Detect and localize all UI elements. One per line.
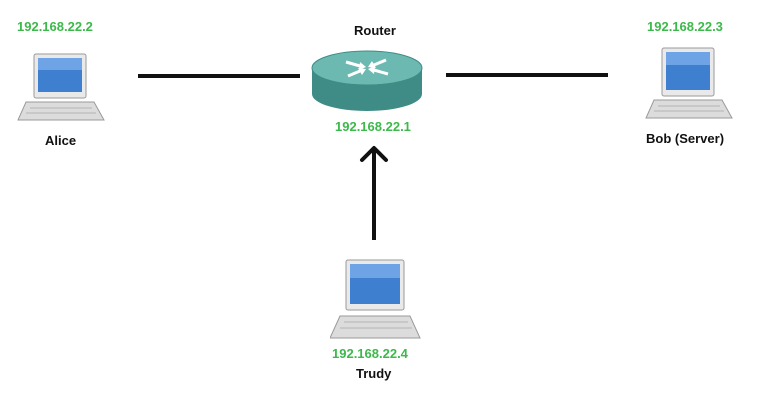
- trudy-name-label: Trudy: [356, 366, 392, 381]
- trudy-ip-label: 192.168.22.4: [332, 346, 408, 361]
- router-name-label: Router: [354, 23, 396, 38]
- trudy-laptop-icon: [330, 258, 422, 342]
- bob-name-label: Bob (Server): [646, 131, 725, 146]
- alice-ip-label: 192.168.22.2: [17, 19, 93, 34]
- alice-laptop-icon: [16, 52, 108, 124]
- bob-laptop-icon: [644, 46, 736, 122]
- alice-name-label: Alice: [45, 133, 77, 148]
- router-icon: [306, 46, 428, 118]
- arrow-trudy-to-router: [360, 146, 388, 240]
- bob-ip-label: 192.168.22.3: [647, 19, 723, 34]
- router-ip-label: 192.168.22.1: [335, 119, 411, 134]
